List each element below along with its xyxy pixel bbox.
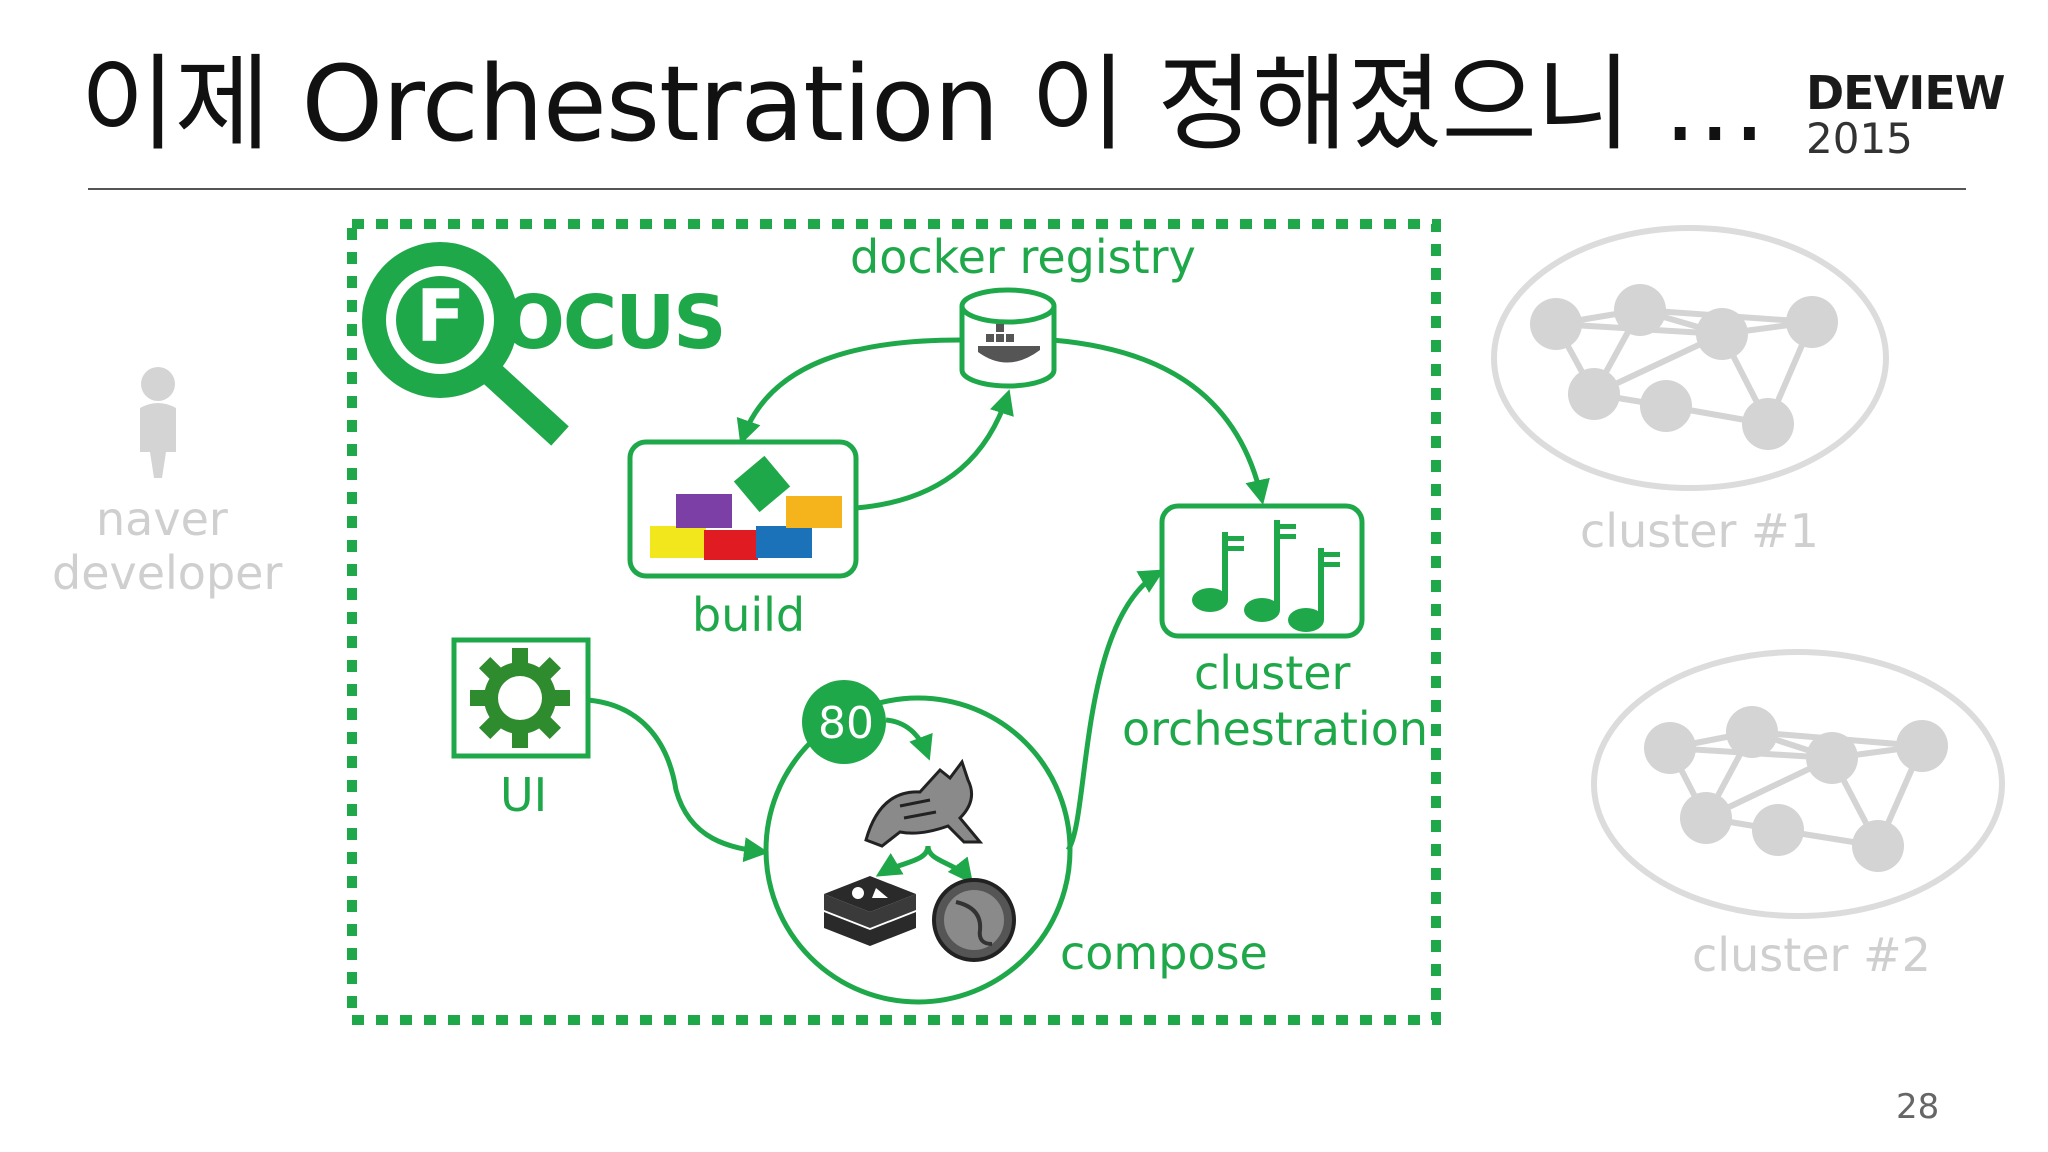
build-label: build	[692, 588, 806, 642]
docker-registry-label: docker registry	[850, 230, 1196, 284]
focus-frame	[347, 219, 1441, 1025]
page-number: 28	[1896, 1087, 1940, 1127]
cluster-2-network-icon	[1591, 649, 2005, 919]
mysql-icon	[932, 878, 1016, 962]
build-icon	[627, 439, 859, 579]
tomcat-icon	[864, 758, 984, 848]
brand-logo-name: DEVIEW	[1806, 66, 2005, 120]
arrow-registry-to-build	[736, 337, 961, 445]
cluster-1-label: cluster #1	[1580, 504, 1819, 558]
port-badge	[802, 680, 886, 764]
slide-title: 이제 Orchestration 이 정해졌으니 …	[80, 43, 1767, 165]
cluster-orchestration-label-line2: orchestration	[1122, 702, 1429, 756]
person-icon	[140, 367, 176, 478]
cluster-1-network-icon	[1491, 225, 1889, 491]
cluster-2-label: cluster #2	[1692, 928, 1931, 982]
ui-label: UI	[500, 768, 548, 822]
arrow-tomcat-to-redis	[875, 845, 931, 877]
flow-arrows	[587, 337, 1270, 884]
arrow-tomcat-to-mysql	[925, 845, 974, 884]
focus-logo-letter: F	[416, 274, 466, 358]
arrow-ui-to-compose	[587, 697, 769, 863]
arrow-port-to-tomcat	[885, 717, 933, 761]
arrow-build-to-registry	[855, 389, 1014, 511]
compose-circle	[763, 695, 1073, 1005]
docker-registry-icon	[959, 287, 1057, 389]
redis-icon	[824, 876, 916, 946]
naver-developer-label-line2: developer	[52, 546, 283, 600]
cluster-orchestration-label-line1: cluster	[1194, 646, 1351, 700]
arrow-registry-to-cluster	[1051, 337, 1270, 505]
gear-icon	[451, 637, 591, 759]
compose-label: compose	[1060, 926, 1268, 980]
focus-logo-text: OCUS	[502, 280, 727, 366]
naver-developer-label-line1: naver	[96, 492, 228, 546]
magnifier-icon	[362, 242, 569, 446]
title-divider	[88, 188, 1966, 190]
arrow-compose-to-cluster	[1065, 569, 1165, 852]
port-label: 80	[818, 698, 874, 749]
music-notes-icon	[1159, 503, 1365, 639]
brand-logo-year: 2015	[1806, 114, 1913, 163]
